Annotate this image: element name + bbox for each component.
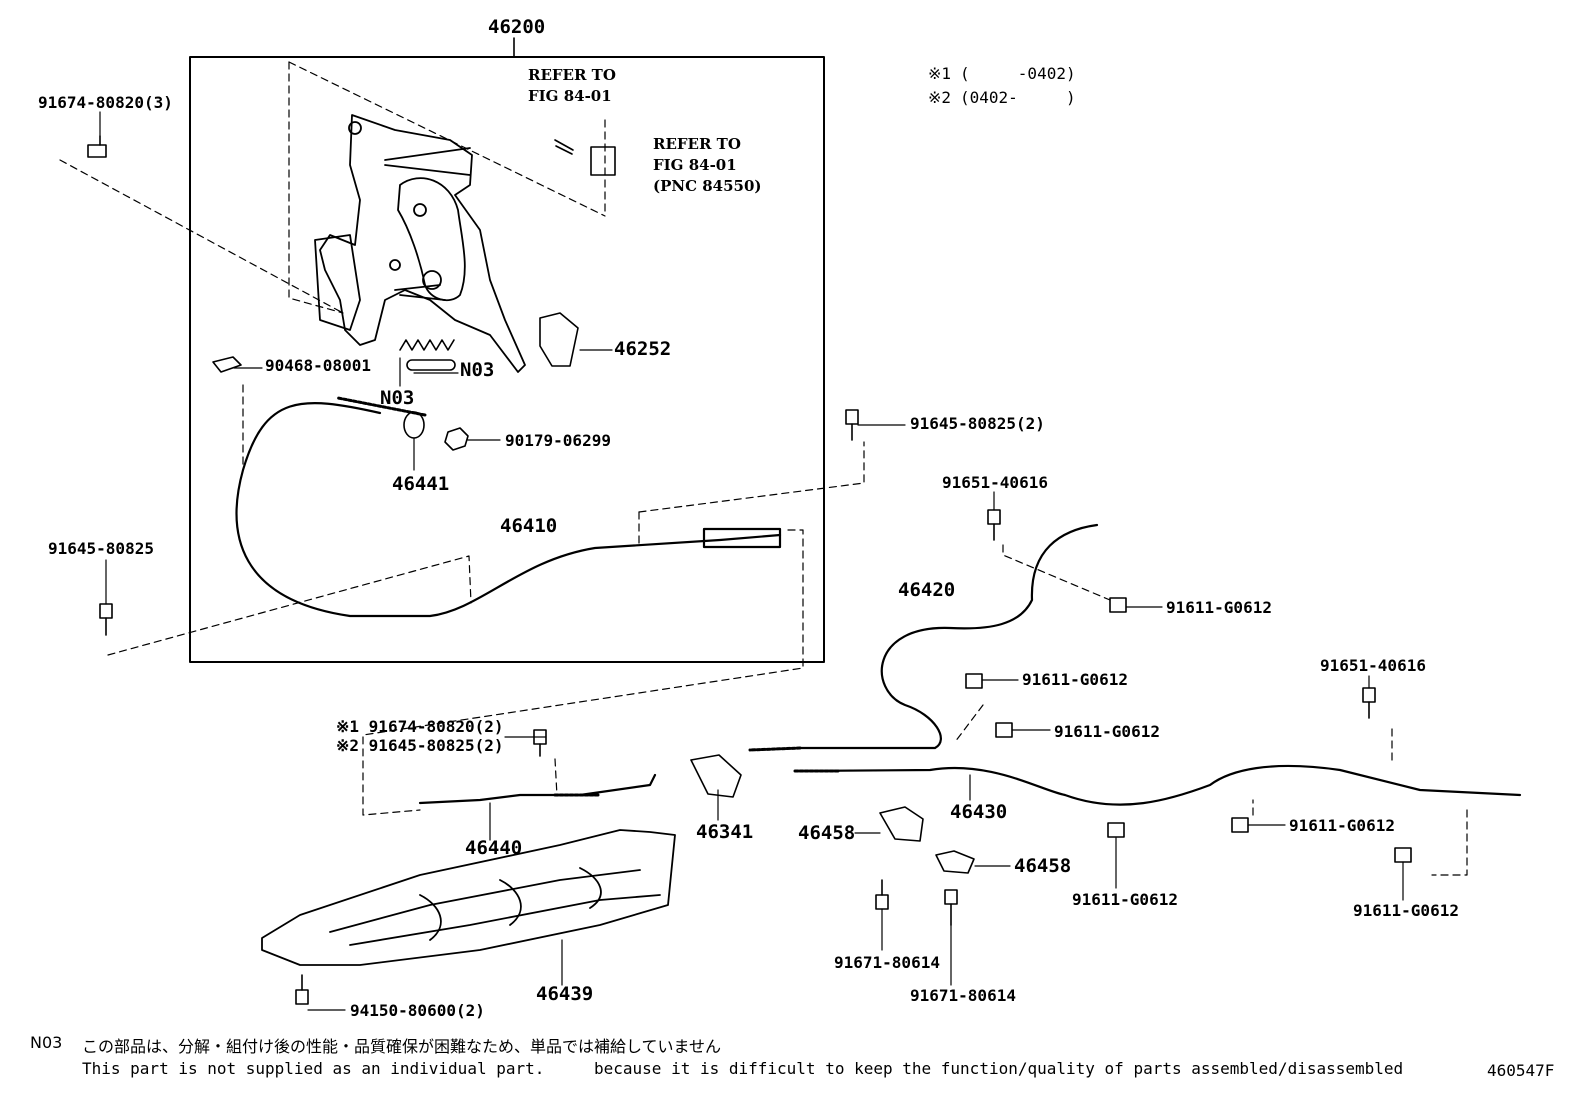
cable-46420	[798, 523, 1099, 750]
part-label: 46252	[614, 338, 672, 360]
part-label: 91611-G0612	[1289, 816, 1395, 835]
cable-46440	[418, 773, 657, 805]
part-label: 91645-80825	[48, 539, 154, 558]
figure-code: 460547F	[1487, 1061, 1555, 1080]
part-label: ※1 91674-80820(2)	[336, 717, 504, 736]
footnote-english-1: This part is not supplied as an individu…	[82, 1059, 545, 1078]
part-label: 91611-G0612	[1054, 722, 1160, 741]
footnote-code: N03	[30, 1033, 63, 1052]
part-label: 46420	[898, 579, 956, 601]
assembly-frame	[189, 56, 825, 663]
part-label: 91611-G0612	[1353, 901, 1459, 920]
legend-2-range: (0402- )	[960, 88, 1076, 107]
part-label: 91651-40616	[1320, 656, 1426, 675]
part-label: 46458	[1014, 855, 1072, 877]
part-label: 90179-06299	[505, 431, 611, 450]
part-label: 46439	[536, 983, 594, 1005]
part-label: 46440	[465, 837, 523, 859]
small-parts	[87, 135, 1412, 1005]
part-label: 91671-80614	[910, 986, 1016, 1005]
part-label: 91674-80820(3)	[38, 93, 173, 112]
cable-46430	[793, 764, 1522, 806]
part-label: 91611-G0612	[1072, 890, 1178, 909]
legend-2-mark: ※2	[928, 88, 952, 107]
refer-note-2-line2: FIG 84-01	[653, 156, 737, 174]
footnote-japanese: この部品は、分解・組付け後の性能・品質確保が困難なため、単品では補給していません	[82, 1037, 722, 1056]
part-label: 46441	[392, 473, 450, 495]
heat-insulator-shape	[261, 829, 676, 966]
part-label: N03	[460, 359, 495, 381]
refer-note-2-line3: (PNC 84550)	[653, 177, 762, 195]
leaders	[99, 111, 1404, 1011]
assembly-number-label: 46200	[488, 16, 546, 38]
part-label: 46458	[798, 822, 856, 844]
part-label: 91651-40616	[942, 473, 1048, 492]
part-label: 90468-08001	[265, 356, 371, 375]
refer-note-1-line2: FIG 84-01	[528, 87, 612, 105]
legend-1-mark: ※1	[928, 64, 952, 83]
part-label: 46410	[500, 515, 558, 537]
part-label: 46430	[950, 801, 1008, 823]
refer-note-1-line1: REFER TO	[528, 66, 616, 84]
footnote-english-2: because it is difficult to keep the func…	[594, 1059, 1404, 1078]
part-label: N03	[380, 387, 415, 409]
part-label: 91611-G0612	[1022, 670, 1128, 689]
part-label: 94150-80600(2)	[350, 1001, 485, 1020]
part-label: 91671-80614	[834, 953, 940, 972]
part-label: 91645-80825(2)	[910, 414, 1045, 433]
part-label: ※2 91645-80825(2)	[336, 736, 504, 755]
legend-1-range: ( -0402)	[960, 64, 1076, 83]
cable-46410	[235, 402, 782, 618]
cables	[235, 396, 1522, 806]
refer-note-2-line1: REFER TO	[653, 135, 741, 153]
pedal-assembly-shape	[314, 114, 526, 373]
dashed-guides	[59, 61, 1468, 876]
part-label: 91611-G0612	[1166, 598, 1272, 617]
part-label: 46341	[696, 821, 754, 843]
